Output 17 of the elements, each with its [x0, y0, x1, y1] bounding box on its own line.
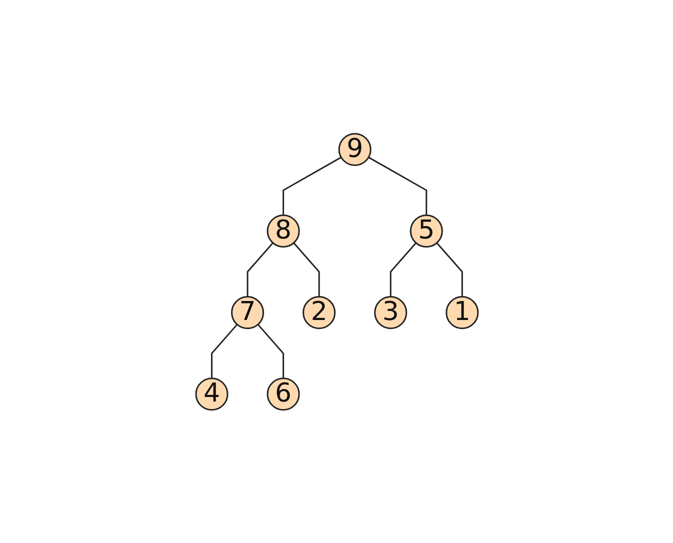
node-circle: 7	[230, 296, 264, 329]
connector	[210, 324, 238, 378]
node-circle: 5	[409, 214, 442, 248]
connector	[436, 242, 462, 296]
node-circle: 9	[338, 132, 371, 166]
connector	[292, 242, 320, 296]
connector	[368, 156, 427, 215]
node-circle: 8	[266, 214, 300, 248]
node-circle: 2	[302, 296, 336, 329]
node-circle: 4	[194, 377, 228, 410]
node-circle: 3	[374, 296, 407, 329]
node-circle: 1	[445, 296, 478, 329]
connector	[256, 324, 284, 378]
connector	[282, 156, 342, 215]
connector	[389, 242, 416, 296]
node-circle: 6	[266, 377, 300, 410]
connector	[246, 242, 273, 296]
